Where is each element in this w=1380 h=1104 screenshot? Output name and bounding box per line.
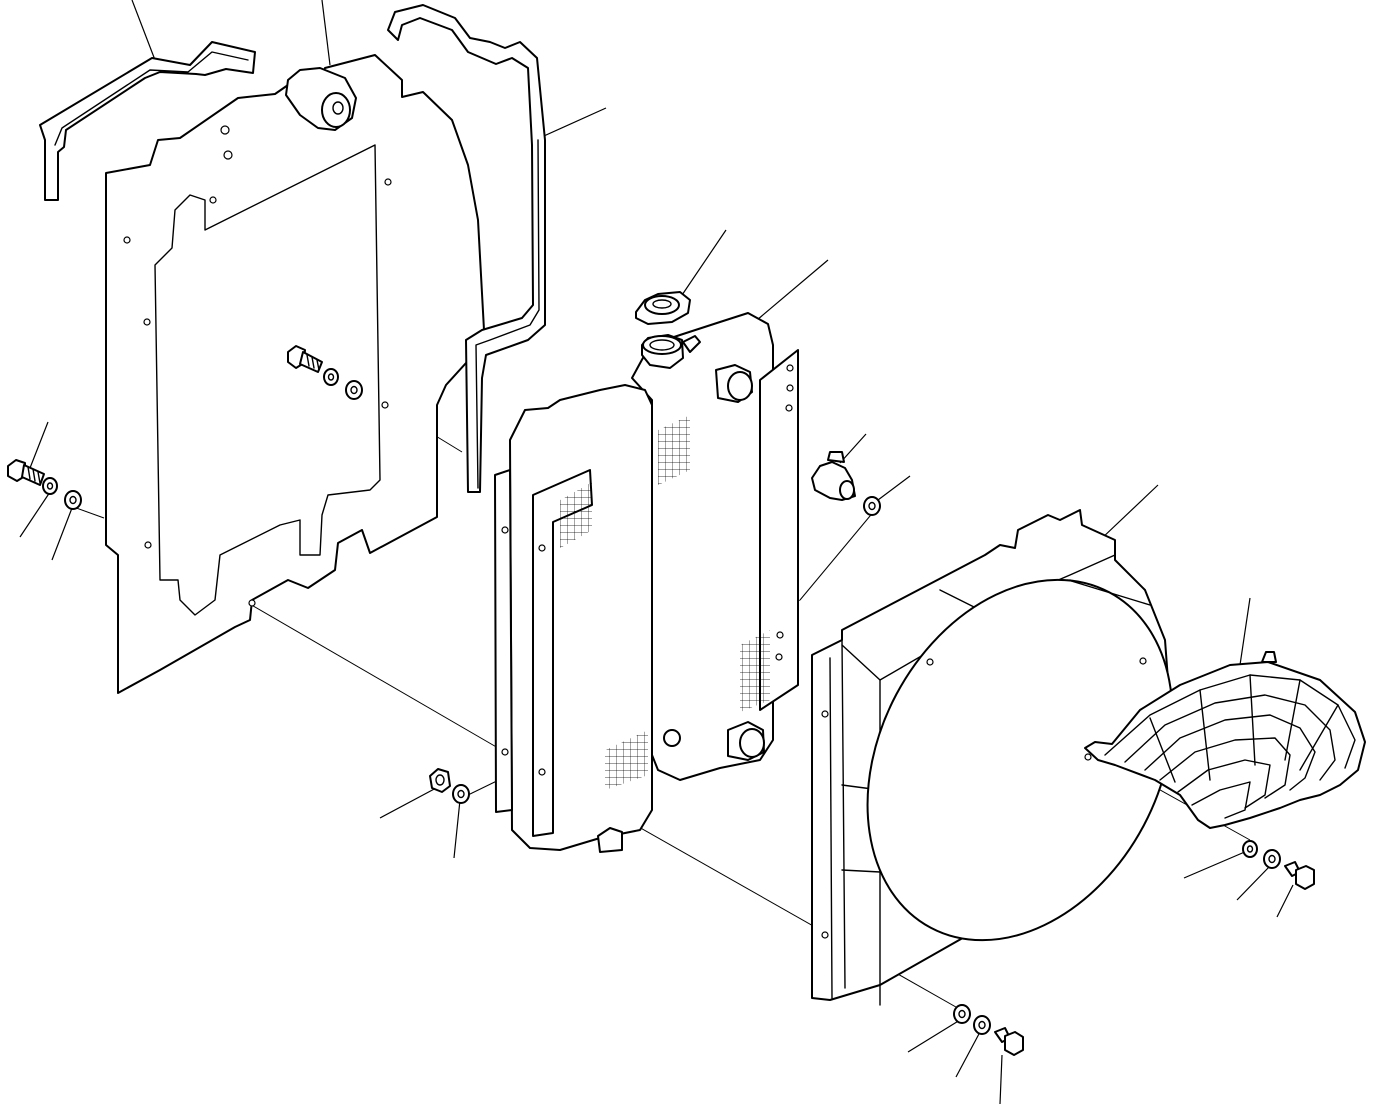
drain-cock-washer — [864, 497, 880, 515]
radiator-core[interactable] — [495, 313, 798, 852]
washer-icon[interactable] — [1243, 841, 1257, 857]
fan-shroud[interactable] — [807, 510, 1233, 1005]
filler-neck — [642, 335, 700, 368]
washer-icon[interactable] — [453, 785, 469, 803]
fan-guard[interactable] — [1085, 652, 1365, 828]
washer-icon[interactable] — [974, 1016, 990, 1034]
nut-icon[interactable] — [430, 769, 450, 792]
radiator-side-holes — [776, 365, 793, 660]
radiator-outlet-pipe — [664, 722, 764, 760]
radiator-inlet-pipe — [716, 365, 752, 402]
upper-hose[interactable] — [40, 42, 255, 200]
reservoir-tank[interactable] — [286, 68, 356, 130]
fan-shroud-holes — [822, 658, 1146, 938]
radiator-mesh — [560, 415, 770, 790]
side-hose[interactable] — [388, 5, 545, 492]
washer-icon[interactable] — [1264, 850, 1280, 868]
drain-cock[interactable] — [812, 452, 880, 515]
washer-icon[interactable] — [43, 478, 57, 494]
fasteners — [8, 346, 1314, 1055]
washer-icon[interactable] — [954, 1005, 970, 1023]
radiator-front-holes — [502, 527, 545, 775]
bolt-icon[interactable] — [1285, 862, 1314, 889]
bolt-icon[interactable] — [8, 460, 44, 485]
washer-icon[interactable] — [65, 491, 81, 509]
washer-icon[interactable] — [324, 369, 338, 385]
washer-icon[interactable] — [346, 381, 362, 399]
shroud-plate-holes — [124, 126, 391, 606]
bolt-icon[interactable] — [995, 1028, 1023, 1055]
radiator-cap[interactable] — [636, 292, 690, 324]
bolt-icon[interactable] — [288, 346, 322, 372]
shroud-plate[interactable] — [106, 55, 484, 693]
